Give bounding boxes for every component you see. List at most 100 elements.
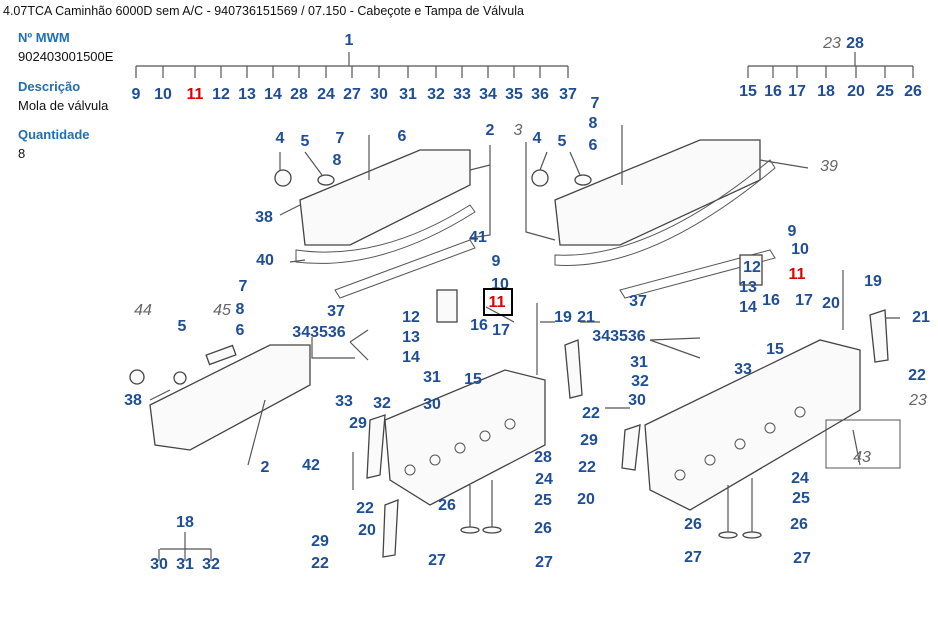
callout-label[interactable]: 44	[134, 302, 152, 319]
callout-label[interactable]: 8	[333, 152, 342, 169]
callout-label[interactable]: 38	[124, 392, 142, 409]
tree-child-callout[interactable]: 30	[150, 556, 168, 573]
callout-label[interactable]: 5	[301, 133, 310, 150]
tree-child-callout[interactable]: 30	[370, 86, 388, 103]
callout-label[interactable]: 3	[514, 122, 523, 139]
callout-label[interactable]: 37	[629, 293, 647, 310]
tree-child-callout[interactable]: 34	[479, 86, 497, 103]
tree-child-callout[interactable]: 32	[427, 86, 445, 103]
callout-label[interactable]: 38	[255, 209, 273, 226]
callout-label[interactable]: 16	[762, 292, 780, 309]
callout-label[interactable]: 31	[423, 369, 441, 386]
callout-label[interactable]: 22	[356, 500, 374, 517]
callout-label[interactable]: 33	[335, 393, 353, 410]
callout-label[interactable]: 30	[423, 396, 441, 413]
callout-label[interactable]: 9	[492, 253, 501, 270]
callout-label[interactable]: 27	[535, 554, 553, 571]
tree-child-callout[interactable]: 35	[505, 86, 523, 103]
callout-selected[interactable]: 11	[489, 294, 506, 311]
callout-label[interactable]: 43	[853, 449, 871, 466]
callout-label[interactable]: 20	[358, 522, 376, 539]
callout-label[interactable]: 343536	[292, 324, 345, 341]
callout-label[interactable]: 12	[402, 309, 420, 326]
tree-root-callout[interactable]: 18	[176, 514, 194, 531]
callout-label[interactable]: 13	[402, 329, 420, 346]
callout-label[interactable]: 31	[630, 354, 648, 371]
callout-label[interactable]: 32	[631, 373, 649, 390]
callout-label[interactable]: 22	[311, 555, 329, 572]
tree-child-callout[interactable]: 25	[876, 83, 894, 100]
callout-label[interactable]: 5	[558, 133, 567, 150]
callout-label[interactable]: 22	[908, 367, 926, 384]
tree-child-callout[interactable]: 33	[453, 86, 471, 103]
callout-label[interactable]: 343536	[592, 328, 645, 345]
callout-label[interactable]: 25	[792, 490, 810, 507]
callout-label[interactable]: 16	[470, 317, 488, 334]
callout-label[interactable]: 42	[302, 457, 320, 474]
callout-label[interactable]: 6	[589, 137, 598, 154]
callout-label[interactable]: 27	[428, 552, 446, 569]
callout-label[interactable]: 19	[554, 309, 572, 326]
callout-label[interactable]: 24	[791, 470, 809, 487]
callout-label[interactable]: 14	[739, 299, 757, 316]
callout-label[interactable]: 21	[912, 309, 930, 326]
callout-label[interactable]: 27	[684, 549, 702, 566]
callout-label[interactable]: 26	[534, 520, 552, 537]
tree-child-callout[interactable]: 31	[399, 86, 417, 103]
callout-label[interactable]: 39	[820, 158, 838, 175]
callout-label[interactable]: 40	[256, 252, 274, 269]
callout-label[interactable]: 19	[864, 273, 882, 290]
callout-label[interactable]: 24	[535, 471, 553, 488]
callout-label[interactable]: 29	[311, 533, 329, 550]
callout-label[interactable]: 10	[791, 241, 809, 258]
callout-label[interactable]: 8	[589, 115, 598, 132]
tree-root-callout[interactable]: 28	[846, 35, 864, 52]
callout-label[interactable]: 29	[580, 432, 598, 449]
callout-label[interactable]: 6	[236, 322, 245, 339]
callout-label[interactable]: 17	[492, 322, 510, 339]
callout-label[interactable]: 41	[469, 229, 487, 246]
tree-root-callout[interactable]: 1	[345, 32, 354, 49]
tree-child-callout[interactable]: 11	[187, 86, 204, 103]
callout-label[interactable]: 32	[373, 395, 391, 412]
callout-label[interactable]: 12	[743, 259, 761, 276]
callout-label[interactable]: 20	[822, 295, 840, 312]
callout-label[interactable]: 4	[276, 130, 285, 147]
callout-selected[interactable]: 11	[789, 266, 806, 283]
callout-label[interactable]: 20	[577, 491, 595, 508]
callout-label[interactable]: 28	[534, 449, 552, 466]
tree-child-callout[interactable]: 15	[739, 83, 757, 100]
tree-child-callout[interactable]: 10	[154, 86, 172, 103]
tree-child-callout[interactable]: 12	[212, 86, 230, 103]
tree-child-callout[interactable]: 13	[238, 86, 256, 103]
callout-label[interactable]: 7	[336, 130, 345, 147]
tree-child-callout[interactable]: 37	[559, 86, 577, 103]
tree-child-callout[interactable]: 20	[847, 83, 865, 100]
callout-label[interactable]: 26	[438, 497, 456, 514]
callout-label[interactable]: 10	[491, 276, 509, 293]
tree-child-callout[interactable]: 28	[290, 86, 308, 103]
tree-root-secondary-callout[interactable]: 23	[822, 35, 841, 52]
callout-label[interactable]: 23	[908, 392, 927, 409]
tree-child-callout[interactable]: 24	[317, 86, 335, 103]
tree-child-callout[interactable]: 16	[764, 83, 782, 100]
callout-label[interactable]: 13	[739, 279, 757, 296]
tree-child-callout[interactable]: 9	[132, 86, 141, 103]
callout-label[interactable]: 9	[788, 223, 797, 240]
callout-label[interactable]: 4	[533, 130, 542, 147]
callout-label[interactable]: 5	[178, 318, 187, 335]
callout-label[interactable]: 6	[398, 128, 407, 145]
tree-child-callout[interactable]: 32	[202, 556, 220, 573]
tree-child-callout[interactable]: 31	[176, 556, 194, 573]
callout-label[interactable]: 25	[534, 492, 552, 509]
callout-label[interactable]: 2	[261, 459, 270, 476]
callout-label[interactable]: 21	[577, 309, 595, 326]
callout-label[interactable]: 45	[213, 302, 231, 319]
callout-label[interactable]: 37	[327, 303, 345, 320]
callout-label[interactable]: 29	[349, 415, 367, 432]
callout-label[interactable]: 26	[684, 516, 702, 533]
callout-label[interactable]: 7	[239, 278, 248, 295]
callout-label[interactable]: 26	[790, 516, 808, 533]
tree-child-callout[interactable]: 18	[817, 83, 835, 100]
callout-label[interactable]: 17	[795, 292, 813, 309]
